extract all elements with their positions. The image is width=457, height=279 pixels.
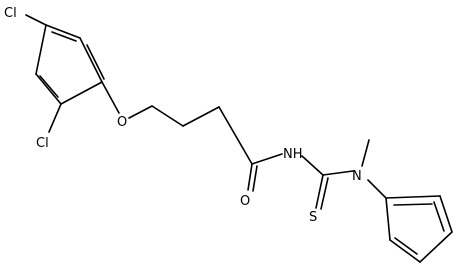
bond xyxy=(361,139,370,167)
atom-label-cl-top: Cl xyxy=(4,6,17,21)
bond xyxy=(218,106,253,165)
atom-label-thio-s: S xyxy=(309,210,317,225)
bond xyxy=(419,231,453,263)
bond xyxy=(322,170,354,176)
atom-label-carbonyl-o: O xyxy=(240,194,250,209)
bond xyxy=(367,179,387,199)
bond xyxy=(48,103,62,133)
bond xyxy=(252,165,258,192)
bond xyxy=(385,197,391,241)
bond xyxy=(315,174,324,209)
bond xyxy=(385,195,441,199)
bond xyxy=(247,163,253,191)
bond xyxy=(389,239,421,263)
bond xyxy=(79,37,103,83)
atom-label-ether-o: O xyxy=(117,115,127,130)
atom-label-cl-bottom: Cl xyxy=(36,136,49,151)
atom-label-amide-nh: NH xyxy=(283,147,303,162)
bond xyxy=(301,155,324,176)
bond xyxy=(45,24,81,39)
bond xyxy=(101,81,120,114)
bond xyxy=(86,44,105,80)
bond xyxy=(51,31,77,42)
bond xyxy=(394,237,418,255)
dichlorophenyl-ring xyxy=(35,24,105,105)
bond xyxy=(151,105,184,127)
bond xyxy=(60,81,103,105)
bond xyxy=(433,201,445,232)
bond xyxy=(39,75,59,98)
bond xyxy=(25,14,47,26)
bond xyxy=(128,105,153,119)
bond xyxy=(251,153,283,165)
bond xyxy=(35,73,62,105)
bond xyxy=(439,195,453,233)
phenyl-ring xyxy=(385,195,453,263)
bond xyxy=(320,177,329,210)
bond xyxy=(35,24,47,75)
bond xyxy=(393,203,433,206)
atom-label-amine-n: N xyxy=(352,169,362,184)
bond xyxy=(182,106,220,127)
